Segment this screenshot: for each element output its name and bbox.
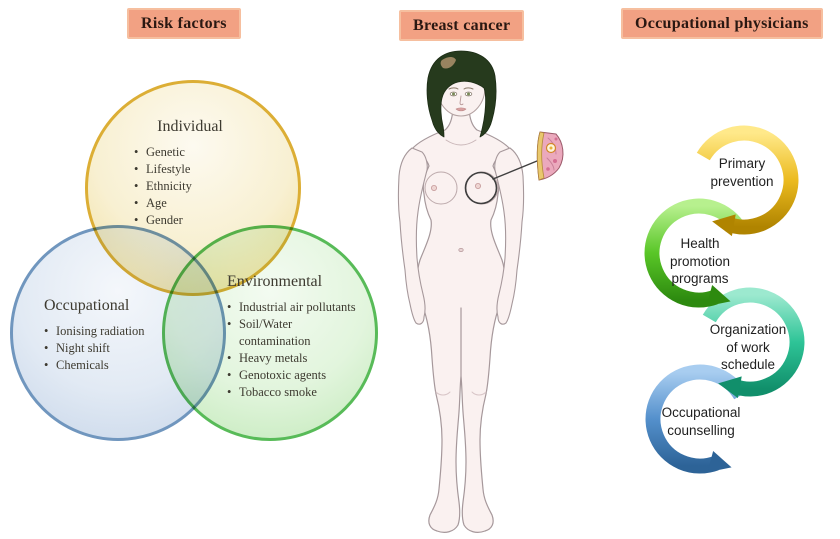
occupational-physicians-header: Occupational physicians xyxy=(621,8,823,39)
lips xyxy=(455,107,467,112)
woman-body-illustration xyxy=(397,50,564,533)
risk-factors-header: Risk factors xyxy=(127,8,241,39)
right-breast xyxy=(424,171,458,205)
cycle-arrow-organization-of-work-schedule xyxy=(702,287,805,399)
list-item: Night shift xyxy=(44,340,166,357)
cycle-step-label-occupational-counselling: Occupational counselling xyxy=(661,405,741,438)
list-item: Heavy metals xyxy=(227,350,361,367)
list-item: Ethnicity xyxy=(134,178,246,195)
list-item: Soil/Water contamination xyxy=(227,316,361,350)
list-item: Gender xyxy=(134,212,246,229)
individual-risk-list: Individual Genetic Lifestyle Ethnicity A… xyxy=(134,118,246,229)
list-item: Genotoxic agents xyxy=(227,367,361,384)
collarbone-lines xyxy=(445,139,477,146)
environmental-title: Environmental xyxy=(227,273,323,290)
cycle-step-label-organization-of-work-schedule: Organization of work schedule xyxy=(709,322,787,372)
individual-title: Individual xyxy=(157,118,223,135)
nipple xyxy=(475,182,482,189)
cycle-arrow-occupational-counselling xyxy=(645,364,748,474)
eyebrows xyxy=(448,87,474,90)
hair xyxy=(426,50,497,138)
nipple xyxy=(431,184,438,191)
environmental-risk-list: Environmental Industrial air pollutants … xyxy=(227,273,361,401)
occupational-title: Occupational xyxy=(44,297,130,314)
list-item: Lifestyle xyxy=(134,161,246,178)
list-item: Age xyxy=(134,195,246,212)
list-item: Genetic xyxy=(134,144,246,161)
nose xyxy=(459,95,464,106)
cycle-arrow-primary-prevention xyxy=(696,125,799,237)
cycle-arrow-health-promotion-programs xyxy=(644,198,747,308)
occupational-physicians-cycle xyxy=(644,125,805,474)
left-arm xyxy=(397,147,428,325)
hair-highlight xyxy=(440,57,456,69)
callout-line xyxy=(492,160,538,180)
iris xyxy=(452,92,455,96)
breast-cancer-header: Breast cancer xyxy=(399,10,525,41)
list-item: Chemicals xyxy=(44,357,166,374)
list-item: Tobacco smoke xyxy=(227,384,361,401)
iris xyxy=(467,92,470,96)
knee-lines xyxy=(435,391,487,396)
list-item: Industrial air pollutants xyxy=(227,299,361,316)
right-arm xyxy=(494,147,525,325)
list-item: Ionising radiation xyxy=(44,323,166,340)
occupational-risk-list: Occupational Ionising radiation Night sh… xyxy=(44,297,166,374)
breast-magnifier-circle xyxy=(464,171,498,205)
breast-tissue-cross-section xyxy=(536,131,564,181)
cycle-step-label-primary-prevention: Primary prevention xyxy=(710,156,774,189)
cycle-step-label-health-promotion-programs: Health promotion programs xyxy=(669,236,731,286)
navel xyxy=(458,247,464,252)
